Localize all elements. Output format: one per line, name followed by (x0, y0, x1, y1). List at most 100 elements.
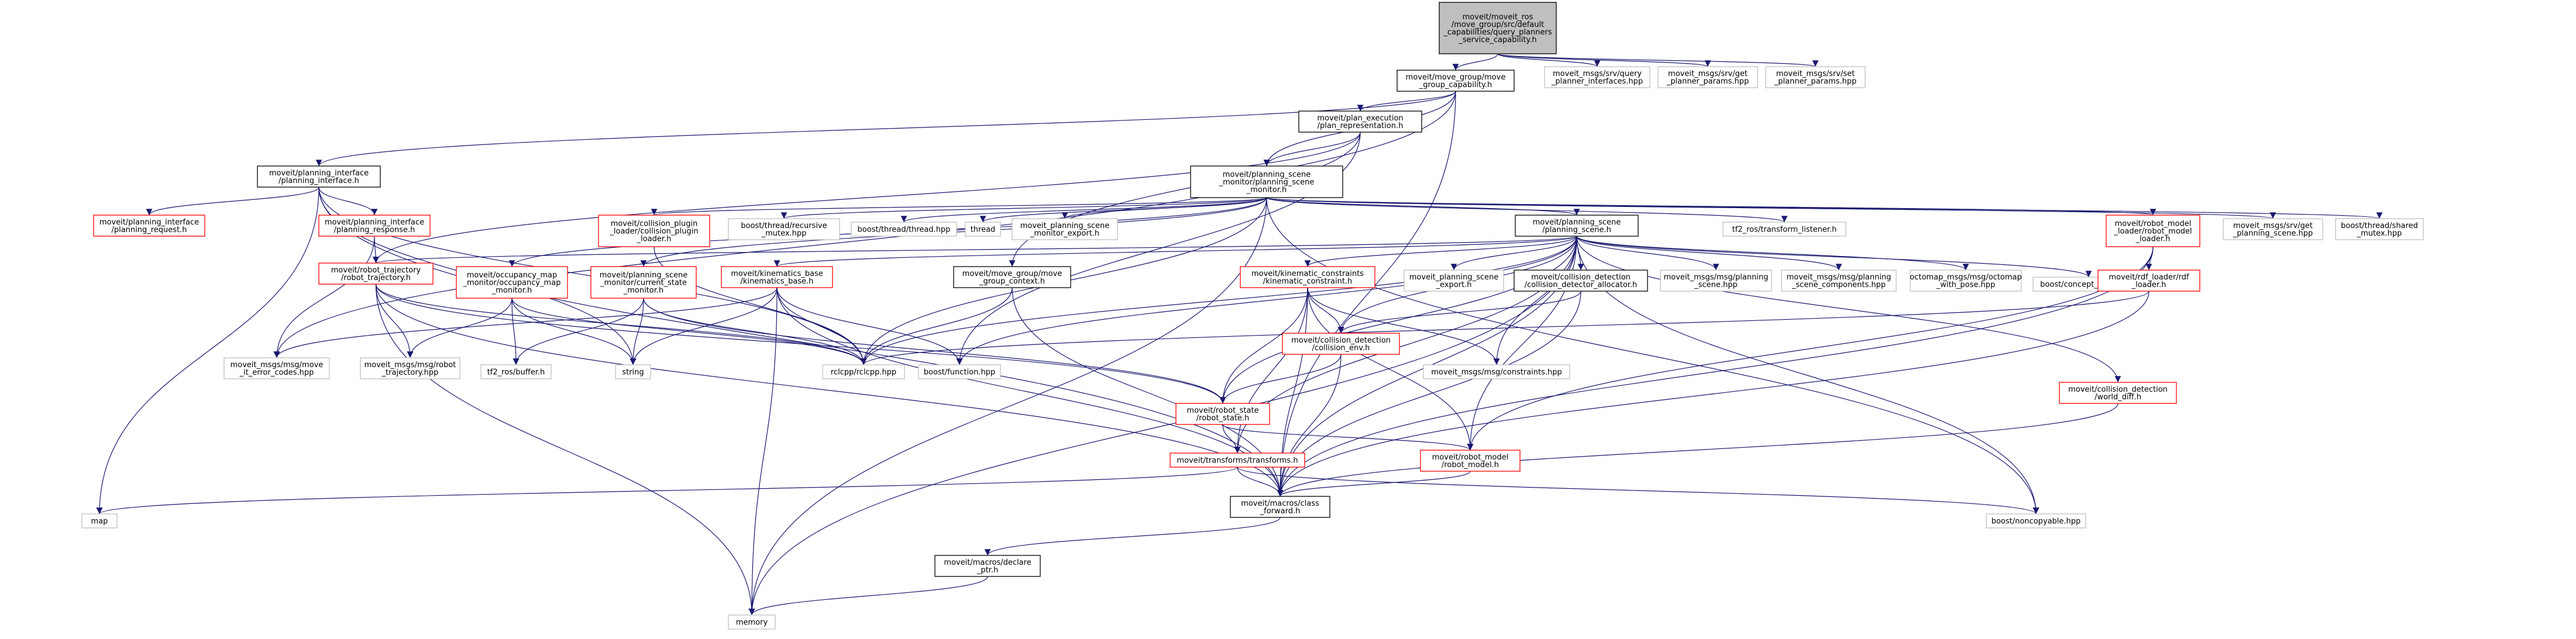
edge-line (1576, 236, 1969, 271)
node-label-line: moveit/plan_execution (1317, 114, 1403, 123)
node-occmap[interactable]: moveit/occupancy_map_monitor/occupancy_m… (456, 266, 568, 299)
edge-pires-to-errcodes (273, 236, 375, 358)
node-box (1515, 215, 1639, 237)
node-mgcap[interactable]: moveit/move_group/move_group_capability.… (1397, 70, 1515, 92)
node-errcodes: moveit_msgs/msg/move_it_error_codes.hpp (223, 357, 330, 379)
node-label-line: moveit/planning_interface (269, 169, 369, 178)
node-pireq[interactable]: moveit/planning_interface/planning_reque… (93, 215, 205, 237)
node-label-line: boost/thread/recursive (741, 222, 827, 230)
edge-line (984, 517, 1281, 556)
node-label-line: moveit/robot_state (1186, 406, 1258, 415)
node-shmutex: boost/thread/shared_mutex.hpp (2335, 218, 2424, 240)
node-root[interactable]: moveit/moveit_ros/move_group/src/default… (1439, 2, 1557, 54)
node-transforms[interactable]: moveit/transforms/transforms.h (1170, 453, 1305, 468)
node-label-line: _loader/robot_model (2113, 227, 2192, 236)
node-planint[interactable]: moveit/planning_interface/planning_inter… (257, 165, 381, 188)
node-box (728, 614, 776, 630)
node-box (223, 357, 330, 379)
node-label-line: _forward.h (1260, 507, 1301, 516)
node-box (1657, 66, 1758, 88)
node-box (934, 555, 1041, 577)
edge-line (373, 236, 1577, 264)
node-msgps: moveit_msgs/msg/planning_scene.hpp (1660, 270, 1772, 292)
edge-line (651, 197, 1267, 216)
node-label-line: _trajectory.hpp (381, 368, 439, 377)
node-box (1781, 270, 1897, 292)
node-constraints: moveit_msgs/msg/constraints.hpp (1423, 364, 1570, 379)
edge-mgcap-to-planint (315, 91, 1456, 167)
node-label-line: boost/function.hpp (924, 368, 995, 377)
node-label-line: moveit/kinematic_constraints (1251, 270, 1364, 278)
node-box (1514, 270, 1648, 292)
node-planrep[interactable]: moveit/plan_execution/plan_representatio… (1298, 110, 1422, 133)
node-psm[interactable]: moveit/planning_scene_monitor/planning_s… (1190, 165, 1343, 198)
edge-line (1452, 53, 1498, 71)
edge-line (1266, 197, 2382, 219)
edge-rmodel-to-classfwd (1277, 471, 1471, 497)
node-worlddiff[interactable]: moveit/collision_detection/world_diff.h (2059, 382, 2177, 404)
node-box (81, 513, 118, 529)
edge-transforms-to-noncopy (1237, 467, 2040, 514)
edge-line (1576, 236, 1842, 271)
node-label-line: moveit/move_group/move (962, 270, 1062, 278)
node-label-line: _loader/collision_plugin (609, 227, 698, 236)
node-collplug[interactable]: moveit/collision_plugin_loader/collision… (598, 215, 710, 247)
node-kincon[interactable]: moveit/kinematic_constraints/kinematic_c… (1240, 266, 1375, 288)
node-rstate[interactable]: moveit/robot_state/robot_state.h (1175, 403, 1270, 425)
node-label-line: moveit_msgs/srv/set (1776, 70, 1855, 78)
edge-ps-to-msgpsc (1576, 236, 1842, 271)
node-mgctx[interactable]: moveit/move_group/move_group_context.h (953, 266, 1071, 288)
node-box (1175, 403, 1270, 425)
node-collenv[interactable]: moveit/collision_detection/collision_env… (1282, 333, 1400, 355)
node-label-line: moveit/planning_interface (99, 218, 199, 227)
edge-line (1307, 287, 1474, 451)
node-label-line: _planner_params.hpp (1774, 77, 1857, 86)
node-label-line: /collision_env.h (1312, 344, 1370, 353)
edge-occmap-to-tf2buf (511, 298, 520, 365)
node-ps[interactable]: moveit/planning_scene/planning_scene.h (1515, 215, 1639, 237)
node-label-line: _export.h (1436, 281, 1472, 289)
node-label-line: _scene.hpp (1694, 281, 1738, 289)
node-urdf[interactable]: moveit/rdf_loader/rdf_loader.h (2097, 270, 2200, 292)
edge-line (1307, 287, 1500, 365)
edge-mgctx-to-rclcpp (860, 287, 1013, 365)
edge-csm-to-rclcpp (643, 298, 867, 365)
node-label-line: _group_capability.h (1419, 81, 1492, 89)
node-box (2059, 382, 2177, 404)
node-rmodel[interactable]: moveit/robot_model/robot_model.h (1420, 450, 1521, 472)
node-label-line: moveit/collision_detection (1531, 273, 1631, 282)
edge-rstate-to-rmodel (1222, 424, 1474, 451)
edge-ps-to-kinbase (774, 236, 1577, 267)
node-csm[interactable]: moveit/planning_scene_monitor/current_st… (590, 266, 697, 299)
edge-line (318, 186, 1284, 497)
edge-ps-to-concept (1576, 236, 2092, 278)
node-label-line: moveit/kinematics_base (731, 270, 823, 278)
node-kinbase[interactable]: moveit/kinematics_base/kinematics_base.h (721, 266, 833, 288)
node-label-line: _planner_interfaces.hpp (1551, 77, 1643, 86)
node-label-line: /robot_state.h (1196, 414, 1250, 423)
node-box (1230, 496, 1330, 518)
edge-kinbase-to-rclcpp (776, 287, 867, 365)
node-label-line: moveit/robot_model (1432, 453, 1509, 462)
node-declptr[interactable]: moveit/macros/declare_ptr.h (934, 555, 1041, 577)
node-box (1404, 270, 1504, 292)
edge-line (774, 236, 1577, 267)
edge-ps-to-rtraj (373, 236, 1577, 264)
node-cdalloc[interactable]: moveit/collision_detection/collision_det… (1514, 270, 1648, 292)
edge-planint-to-map (96, 186, 319, 514)
node-label-line: /collision_detector_allocator.h (1525, 281, 1638, 289)
node-label-line: _ptr.h (976, 566, 998, 575)
edge-ps-to-msgps (1576, 236, 1719, 271)
node-label-line: _monitor/occupancy_map (463, 279, 561, 288)
node-label-line: moveit_msgs/msg/constraints.hpp (1431, 368, 1562, 377)
edge-root-to-spp (1497, 53, 1818, 67)
edges-layer (96, 53, 2382, 616)
node-classfwd[interactable]: moveit/macros/class_forward.h (1230, 496, 1330, 518)
node-rmloader[interactable]: moveit/robot_model_loader/robot_model_lo… (2106, 215, 2200, 247)
node-rtraj[interactable]: moveit/robot_trajectory/robot_trajectory… (318, 262, 434, 285)
node-label-line: /planning_scene.h (1542, 226, 1611, 234)
node-label-line: moveit_msgs/srv/get (1668, 70, 1748, 78)
edge-psm-to-noncopy (1266, 197, 2040, 514)
edge-line (630, 287, 778, 365)
node-pires[interactable]: moveit/planning_interface/planning_respo… (318, 215, 431, 237)
